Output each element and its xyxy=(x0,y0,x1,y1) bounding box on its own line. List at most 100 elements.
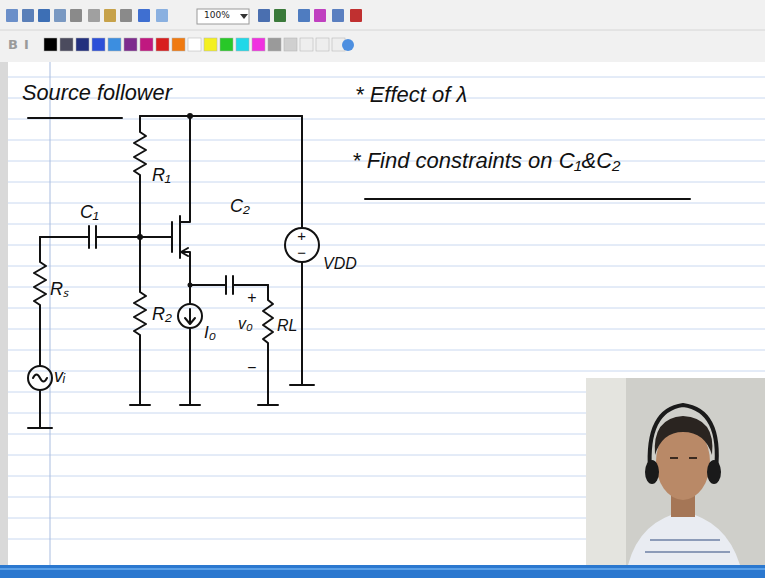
palette-swatch xyxy=(300,38,313,51)
toolbar-icon xyxy=(274,9,286,22)
capacitor-symbol xyxy=(40,226,172,248)
paper-edge xyxy=(0,62,8,565)
palette-swatch xyxy=(44,38,57,51)
webcam-ground xyxy=(586,378,765,565)
junction-dot xyxy=(137,234,143,240)
shirt-stripes xyxy=(645,540,730,552)
ruled-line xyxy=(8,77,765,78)
palette-swatch xyxy=(268,38,281,51)
ruled-line xyxy=(8,350,765,351)
toolbar-ground xyxy=(0,0,765,62)
toolbar-icon xyxy=(104,9,116,22)
toolbar-icon xyxy=(38,9,50,22)
circuit-label: VDD xyxy=(323,256,357,272)
palette-swatch xyxy=(76,38,89,51)
ruled-line xyxy=(8,182,765,183)
paper xyxy=(0,62,765,565)
headphone-band xyxy=(650,405,717,470)
toolbar-icon xyxy=(314,9,326,22)
toolbar-icon xyxy=(120,9,132,22)
circuit-label: − xyxy=(297,245,306,260)
ruled-line xyxy=(8,329,765,330)
ruled-line xyxy=(8,308,765,309)
heading: Source follower xyxy=(22,82,172,104)
toolbar-icon xyxy=(54,9,66,22)
ruled-line xyxy=(8,140,765,141)
note-underline xyxy=(365,198,690,200)
note-text: * Find constraints on C₁&C₂ xyxy=(352,150,620,172)
toolbar-icon xyxy=(298,9,310,22)
ruled-line xyxy=(8,287,765,288)
circuit-label: R₂ xyxy=(152,305,172,323)
junction-dot xyxy=(188,283,193,288)
palette-icon xyxy=(342,39,354,51)
palette-swatch xyxy=(204,38,217,51)
toolbar-icon xyxy=(22,9,34,22)
toolbar-icon xyxy=(88,9,100,22)
palette-swatch xyxy=(284,38,297,51)
resistor-symbol xyxy=(134,116,146,237)
hair xyxy=(655,416,713,455)
palette-swatch xyxy=(252,38,265,51)
toolbar-label: 100% xyxy=(204,11,230,20)
ground-symbol xyxy=(28,390,52,428)
zoom-box xyxy=(197,9,249,24)
ruled-line xyxy=(8,371,765,372)
toolbar-label: I xyxy=(24,38,29,51)
circuit-label: + xyxy=(297,228,306,243)
palette-swatch xyxy=(140,38,153,51)
palette-swatch xyxy=(156,38,169,51)
ac-source-wave xyxy=(33,375,47,382)
circuit-label: + xyxy=(247,290,256,306)
zoom-arrow xyxy=(240,14,248,19)
circuit-label: − xyxy=(247,360,256,376)
palette-swatch xyxy=(172,38,185,51)
toolbar-label: B xyxy=(8,38,18,51)
mosfet-arrow xyxy=(181,248,188,256)
junction-dots xyxy=(137,113,193,288)
circuit-label: RL xyxy=(277,318,297,334)
toolbar-icon xyxy=(258,9,270,22)
ruled-line xyxy=(8,224,765,225)
headphone-cup xyxy=(707,460,721,484)
circuit-label: v₀ xyxy=(238,316,253,332)
taskbar-stripe xyxy=(0,568,765,570)
webcam-view xyxy=(586,378,765,565)
toolbar-icons xyxy=(6,9,362,51)
margin-line xyxy=(50,62,51,565)
current-source-symbol xyxy=(178,304,202,328)
toolbar-icon xyxy=(332,9,344,22)
current-source-arrow xyxy=(185,309,195,324)
title-underline xyxy=(28,117,122,119)
toolbar-icon xyxy=(138,9,150,22)
palette-swatch xyxy=(108,38,121,51)
junction-dot xyxy=(187,113,193,119)
eyes xyxy=(670,457,697,459)
resistor-symbol xyxy=(34,237,46,366)
mosfet-symbol xyxy=(172,116,190,285)
palette-swatch xyxy=(92,38,105,51)
wire xyxy=(140,115,302,117)
taskbar xyxy=(0,565,765,578)
circuit-label: vᵢ xyxy=(54,367,65,385)
resistor-symbol xyxy=(130,237,150,405)
palette-swatch xyxy=(220,38,233,51)
ac-source-symbol xyxy=(28,366,52,390)
ruled-line xyxy=(8,119,765,120)
circuit-label: Rₛ xyxy=(50,280,69,298)
toolbar-icon xyxy=(6,9,18,22)
palette-swatch xyxy=(316,38,329,51)
circuit-label: R₁ xyxy=(152,166,171,184)
note-text: * Effect of λ xyxy=(355,84,467,106)
palette-swatch xyxy=(236,38,249,51)
webcam-wall xyxy=(586,378,626,565)
ruled-line xyxy=(8,245,765,246)
palette-swatch xyxy=(124,38,137,51)
toolbar-icon xyxy=(350,9,362,22)
toolbar-icon xyxy=(70,9,82,22)
circuit-label: I₀ xyxy=(204,324,216,341)
toolbar-icon xyxy=(156,9,168,22)
shirt xyxy=(628,512,740,565)
